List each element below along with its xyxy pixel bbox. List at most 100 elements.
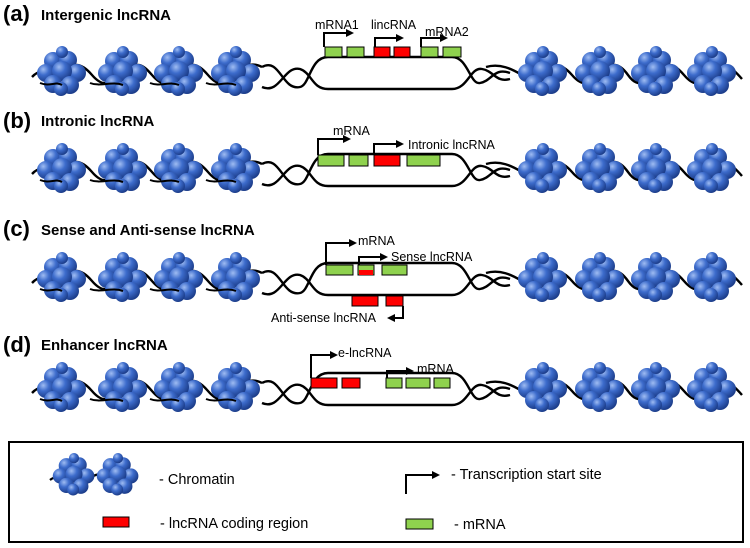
nucleosome-icon xyxy=(575,143,624,193)
lncrna-exon xyxy=(385,295,404,307)
dna-strand-lower xyxy=(261,383,511,407)
lncrna-legend-swatch xyxy=(102,516,130,528)
tss-arrow xyxy=(386,370,407,378)
tss-arrow xyxy=(317,138,344,155)
panel-d: (d) Enhancer lncRNA e-lncRNA mRNA xyxy=(3,332,743,412)
nucleosome-icon xyxy=(98,252,147,302)
arrow-head xyxy=(349,239,357,247)
legend-chromatin-label: - Chromatin xyxy=(159,472,235,488)
lncrna-exon xyxy=(373,46,391,58)
panel-title: Sense and Anti-sense lncRNA xyxy=(41,222,255,239)
nucleosome-icon xyxy=(518,362,567,412)
legend-box: - Chromatin - Transcription start site -… xyxy=(8,441,744,543)
arrow-head xyxy=(432,471,440,479)
arrow-head xyxy=(330,351,338,359)
lncrna-exon xyxy=(341,377,361,389)
nucleosome-icon xyxy=(98,143,147,193)
chromatin-legend-icon xyxy=(49,453,139,496)
mrna-exon xyxy=(348,154,369,167)
panel-title: Intergenic lncRNA xyxy=(41,7,171,24)
gene-label: mRNA xyxy=(333,124,370,138)
dna-strand xyxy=(39,288,237,292)
arrow-head xyxy=(343,135,351,143)
tss-arrow xyxy=(325,242,350,265)
legend-mrna-label: - mRNA xyxy=(454,517,506,533)
gene-label: mRNA xyxy=(358,234,395,248)
mrna-exon xyxy=(433,377,451,389)
nucleosome-icon xyxy=(687,46,736,96)
nucleosome-icon xyxy=(154,252,203,302)
arrow-head xyxy=(396,34,404,42)
chromatin-fiber xyxy=(31,143,743,193)
overlap-exon-red xyxy=(359,270,373,275)
gene-track: mRNA Sense lncRNA Anti-sense lncRNA xyxy=(271,234,473,325)
chromatin-fiber xyxy=(31,252,743,302)
gene-label: e-lncRNA xyxy=(338,346,392,360)
arrow-head xyxy=(440,34,448,42)
lncrna-exon xyxy=(351,295,379,307)
nucleosome-icon xyxy=(575,362,624,412)
tss-arrow xyxy=(373,143,397,155)
nucleosome-icon xyxy=(98,46,147,96)
dna-strand xyxy=(39,398,237,402)
gene-label: mRNA xyxy=(417,362,454,376)
mrna-exon xyxy=(405,377,431,389)
arrow-head xyxy=(380,253,388,261)
nucleosome-icon xyxy=(37,143,86,193)
tss-arrow xyxy=(323,32,347,47)
nucleosome-icon xyxy=(37,46,86,96)
nucleosome-icon xyxy=(631,252,680,302)
legend-lncrna-label: - lncRNA coding region xyxy=(160,516,308,532)
mrna-exon xyxy=(317,154,345,167)
panel-letter: (d) xyxy=(3,332,31,357)
panel-b: (b) Intronic lncRNA mRNA Intronic lncRNA xyxy=(3,108,743,193)
tss-arrow xyxy=(310,354,331,378)
dna-bubble xyxy=(261,152,511,188)
dna-strand-upper xyxy=(261,152,511,186)
nucleosome-icon xyxy=(98,362,147,412)
dna-strand-lower xyxy=(261,164,511,188)
chromatin-fiber xyxy=(31,362,743,412)
arrow-head xyxy=(387,314,395,322)
mrna-exon xyxy=(324,46,343,58)
mrna-exon xyxy=(420,46,439,58)
gene-label: Intronic lncRNA xyxy=(408,138,495,152)
nucleosome-icon xyxy=(211,143,260,193)
gene-label: Sense lncRNA xyxy=(391,250,473,264)
panel-c: (c) Sense and Anti-sense lncRNA mRNA Sen… xyxy=(3,216,743,325)
panel-letter: (a) xyxy=(3,1,30,26)
nucleosome-icon xyxy=(37,252,86,302)
legend-tss-label: - Transcription start site xyxy=(451,467,602,483)
nucleosome-icon xyxy=(631,143,680,193)
panel-title: Intronic lncRNA xyxy=(41,113,155,130)
nucleosome-icon xyxy=(211,46,260,96)
mrna-legend-swatch xyxy=(405,518,434,530)
dna-strand xyxy=(39,82,237,86)
nucleosome-icon xyxy=(631,46,680,96)
nucleosome-icon xyxy=(687,252,736,302)
nucleosome-icon xyxy=(575,252,624,302)
gene-track: mRNA1 lincRNA mRNA2 xyxy=(315,18,469,58)
dna-strand-upper xyxy=(261,371,511,405)
mrna-exon xyxy=(406,154,441,167)
panel-letter: (b) xyxy=(3,108,31,133)
nucleosome-icon xyxy=(518,143,567,193)
nucleosome-icon xyxy=(211,362,260,412)
panel-letter: (c) xyxy=(3,216,30,241)
arrow-head xyxy=(406,367,414,375)
tss-arrow xyxy=(394,306,404,319)
gene-label: mRNA2 xyxy=(425,25,469,39)
dna-bubble xyxy=(261,55,511,91)
mrna-exon xyxy=(442,46,462,58)
mrna-exon xyxy=(381,264,408,276)
panel-title: Enhancer lncRNA xyxy=(41,337,168,354)
gene-label: mRNA1 xyxy=(315,18,359,32)
nucleosome-icon xyxy=(518,46,567,96)
mrna-exon xyxy=(346,46,365,58)
nucleosome-icon xyxy=(631,362,680,412)
dna-bubble xyxy=(261,371,511,407)
nucleosome-icon xyxy=(154,46,203,96)
arrow-head xyxy=(396,140,404,148)
nucleosome-icon xyxy=(37,362,86,412)
